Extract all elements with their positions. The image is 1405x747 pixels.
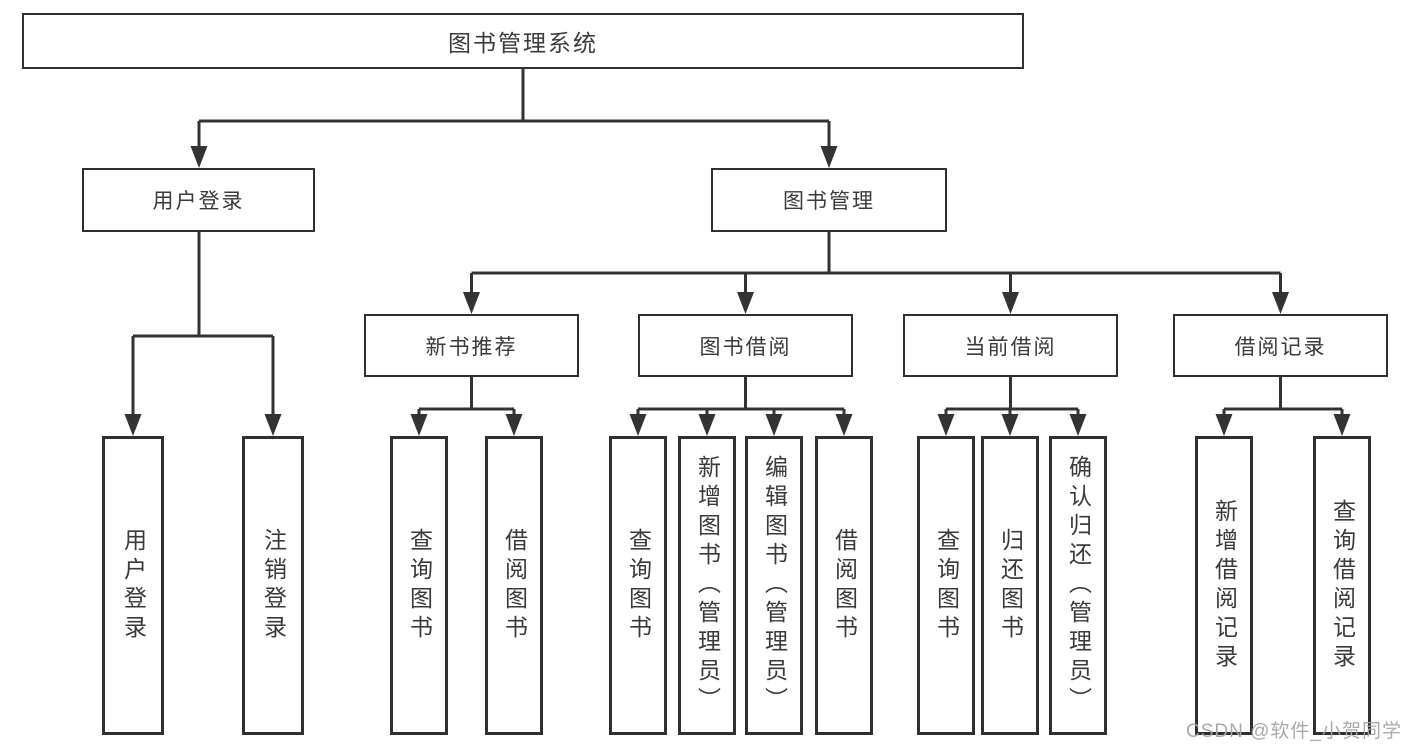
leaf-logout: 注销登录 bbox=[242, 436, 304, 735]
leaf-query-books-borrow: 查询图书 bbox=[609, 436, 667, 735]
leaf-query-books-recommend: 查询图书 bbox=[390, 436, 448, 735]
leaf-user-login: 用户登录 bbox=[102, 436, 164, 735]
leaf-edit-book-admin: 编辑图书（管理员） bbox=[745, 436, 803, 735]
leaf-query-books-current: 查询图书 bbox=[917, 436, 975, 735]
connector-current-borrow-branch bbox=[937, 377, 1087, 436]
connector-book-borrow-branch bbox=[629, 377, 853, 436]
leaf-add-book-admin: 新增图书（管理员） bbox=[678, 436, 736, 735]
node-user-login: 用户登录 bbox=[82, 168, 315, 232]
connector-new-book-recommend-branch bbox=[410, 377, 523, 436]
node-borrow-records: 借阅记录 bbox=[1173, 314, 1388, 377]
node-book-borrow: 图书借阅 bbox=[638, 314, 853, 377]
leaf-add-borrow-record: 新增借阅记录 bbox=[1195, 436, 1253, 735]
leaf-return-book: 归还图书 bbox=[981, 436, 1039, 735]
leaf-borrow-books-recommend: 借阅图书 bbox=[485, 436, 543, 735]
node-new-book-recommend: 新书推荐 bbox=[364, 314, 579, 377]
connector-borrow-records-branch bbox=[1215, 377, 1351, 436]
leaf-borrow-books: 借阅图书 bbox=[815, 436, 873, 735]
node-root: 图书管理系统 bbox=[22, 13, 1024, 69]
connector-root-to-level2 bbox=[190, 69, 838, 168]
leaf-confirm-return-admin: 确认归还（管理员） bbox=[1049, 436, 1107, 735]
leaf-query-borrow-record: 查询借阅记录 bbox=[1313, 436, 1371, 735]
connector-book-management-to-level3 bbox=[463, 232, 1289, 314]
node-current-borrow: 当前借阅 bbox=[903, 314, 1118, 377]
csdn-watermark: CSDN @软件_小贺同学 bbox=[1186, 721, 1402, 742]
node-book-management: 图书管理 bbox=[711, 168, 947, 232]
connector-user-login-branch bbox=[124, 232, 282, 436]
